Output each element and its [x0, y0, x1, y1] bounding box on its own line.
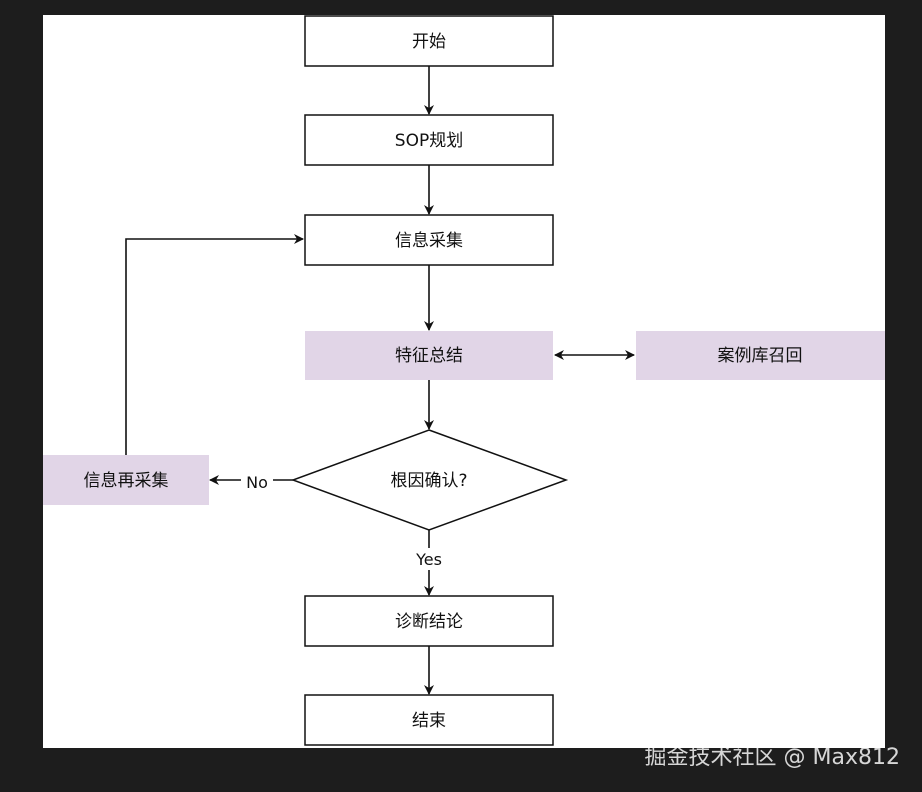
- node-diagnosis-conclusion-label: 诊断结论: [395, 612, 463, 632]
- flowchart: No Yes 开始 SOP规划 信息采集 特征总结 案: [43, 15, 885, 746]
- node-end[interactable]: 结束: [304, 694, 554, 746]
- node-info-collection-label: 信息采集: [395, 231, 463, 251]
- node-info-recollection-label: 信息再采集: [84, 471, 169, 491]
- watermark-text: 掘金技术社区 @ Max812: [644, 745, 900, 770]
- node-diagnosis-conclusion[interactable]: 诊断结论: [304, 595, 554, 647]
- yes-label: Yes: [415, 550, 442, 569]
- node-info-collection[interactable]: 信息采集: [304, 214, 554, 266]
- no-label: No: [246, 473, 268, 492]
- node-sop-planning-label: SOP规划: [395, 131, 463, 151]
- node-sop-planning[interactable]: SOP规划: [304, 114, 554, 166]
- diagram-canvas: No Yes 开始 SOP规划 信息采集 特征总结 案: [43, 15, 885, 748]
- node-info-recollection[interactable]: 信息再采集: [43, 455, 209, 505]
- yes-label-bg: [411, 548, 447, 570]
- node-start-label: 开始: [412, 32, 446, 52]
- node-feature-summary-label: 特征总结: [395, 346, 463, 366]
- node-start[interactable]: 开始: [304, 15, 554, 67]
- node-feature-summary[interactable]: 特征总结: [305, 331, 553, 380]
- edge-recollection-loop-back: [125, 234, 304, 455]
- node-case-library-recall-label: 案例库召回: [718, 346, 803, 366]
- node-root-cause-decision[interactable]: 根因确认?: [290, 429, 569, 531]
- node-case-library-recall[interactable]: 案例库召回: [636, 331, 885, 380]
- node-end-label: 结束: [412, 711, 446, 731]
- node-root-cause-decision-label: 根因确认?: [390, 471, 467, 491]
- no-label-bg: [241, 471, 273, 493]
